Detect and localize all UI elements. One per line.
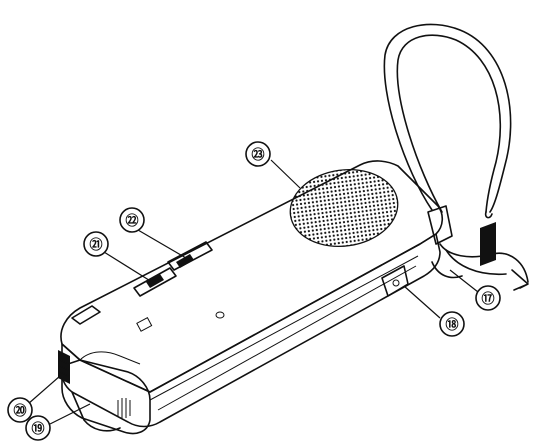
recorder-body — [58, 160, 444, 435]
callout-17: ⑰ — [475, 285, 501, 311]
callout-21-label: ㉑ — [89, 237, 102, 253]
callout-22-label: ㉒ — [125, 213, 138, 229]
wrist-strap — [383, 23, 529, 291]
callout-23-label: ㉓ — [251, 147, 264, 163]
callout-18-label: ⑱ — [445, 317, 458, 333]
callout-18: ⑱ — [439, 311, 465, 337]
callout-19-label: ⑲ — [31, 421, 44, 437]
callout-19: ⑲ — [25, 415, 51, 441]
callout-17-label: ⑰ — [481, 291, 494, 307]
leader-lines — [27, 159, 479, 425]
callout-20: ⑳ — [7, 397, 33, 423]
speaker-grille — [289, 168, 399, 248]
callout-20-label: ⑳ — [13, 403, 26, 419]
callout-22: ㉒ — [119, 207, 145, 233]
callout-23: ㉓ — [245, 141, 271, 167]
callout-21: ㉑ — [83, 231, 109, 257]
